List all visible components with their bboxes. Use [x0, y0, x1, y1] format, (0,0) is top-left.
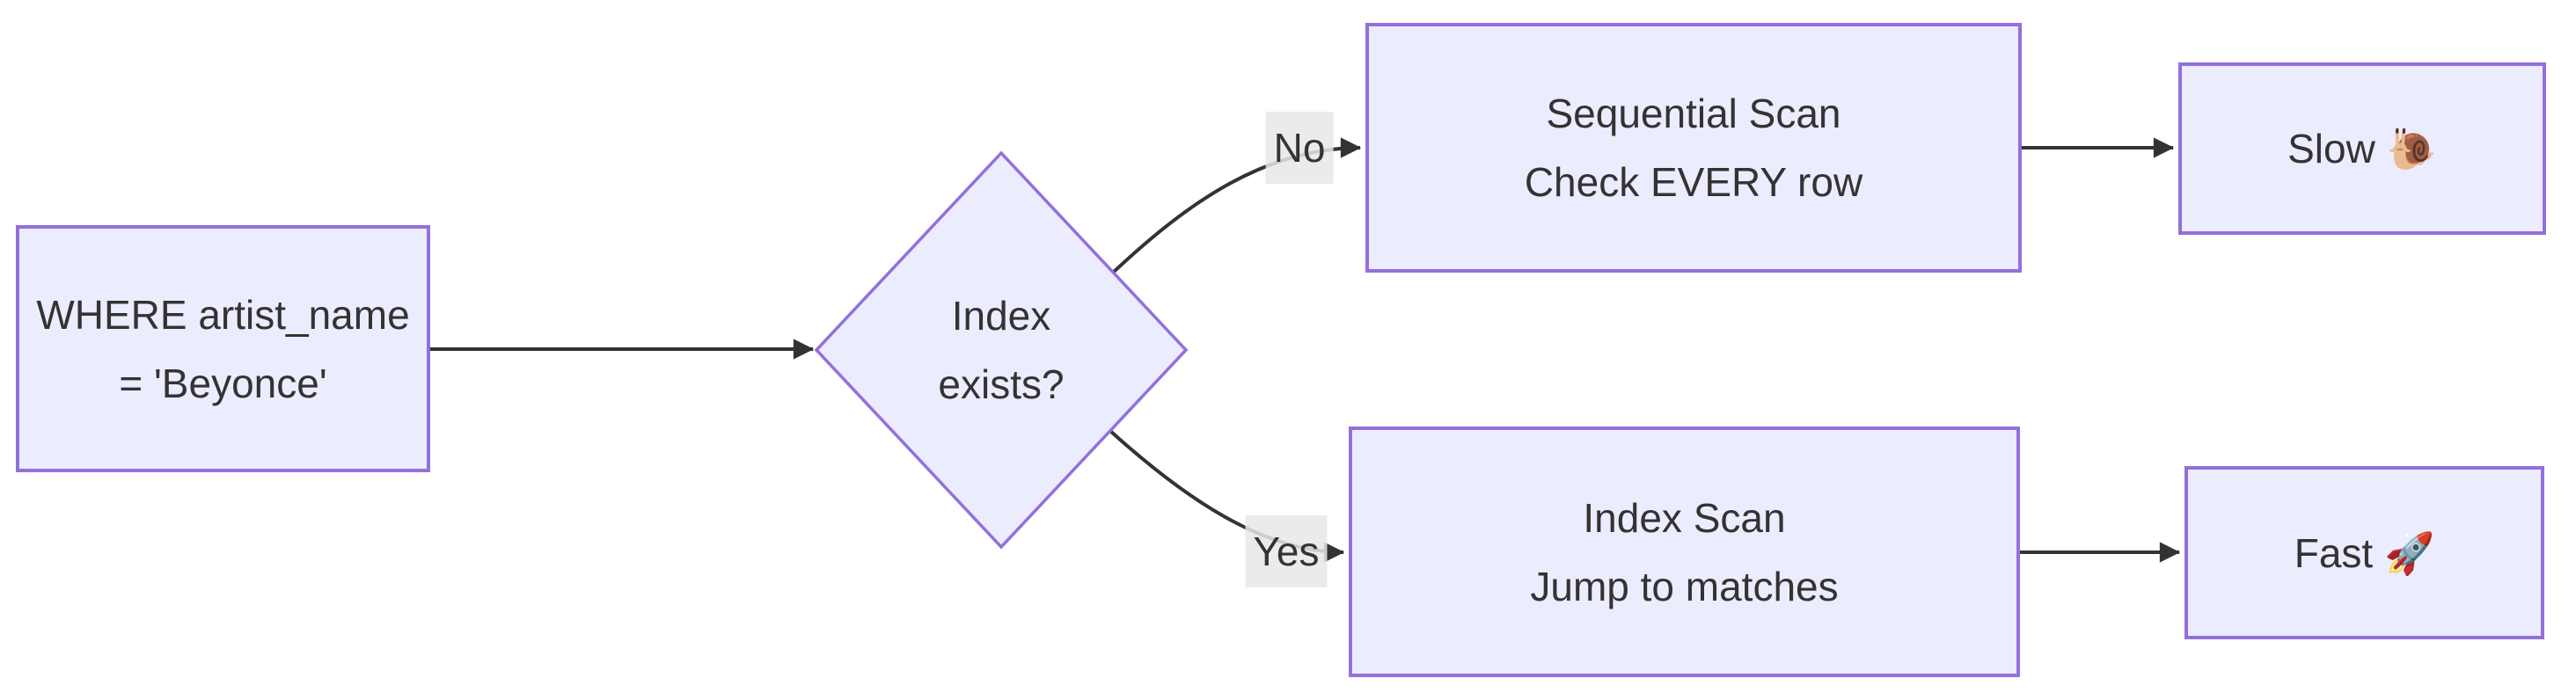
node-fast: Fast 🚀 [2184, 466, 2544, 639]
node-indexscan: Index Scan Jump to matches [1349, 427, 2020, 677]
node-seqscan-line1: Sequential Scan [1546, 91, 1841, 136]
node-slow-line1: Slow 🐌 [2287, 126, 2437, 171]
node-slow: Slow 🐌 [2178, 62, 2546, 235]
decision-diamond-shape [814, 150, 1189, 550]
node-decision-line2: exists? [938, 361, 1065, 407]
node-seqscan-line2: Check EVERY row [1524, 159, 1863, 205]
node-query-line1: WHERE artist_name [36, 291, 410, 338]
node-fast-line1: Fast 🚀 [2294, 529, 2435, 576]
node-query: WHERE artist_name = 'Beyonce' [16, 225, 430, 472]
node-indexscan-line2: Jump to matches [1530, 563, 1839, 609]
node-query-line2: = 'Beyonce' [119, 360, 327, 406]
node-seqscan: Sequential Scan Check EVERY row [1365, 23, 2022, 273]
edge-label-no: No [1265, 112, 1334, 184]
node-decision-line1: Index [951, 293, 1051, 339]
node-decision: Index exists? [816, 153, 1186, 547]
node-indexscan-line1: Index Scan [1583, 494, 1786, 541]
edge-label-yes: Yes [1245, 515, 1328, 587]
